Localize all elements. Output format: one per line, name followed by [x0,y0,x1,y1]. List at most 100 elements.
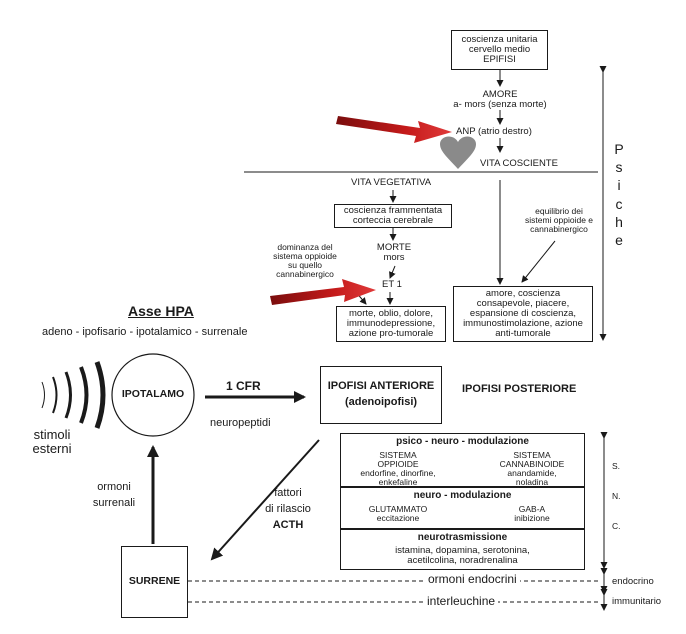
oppioide-line-2: OPPIOIDE [377,458,419,469]
psiche-letter-1: P [614,141,624,157]
equilibrio-line-2: sistemi oppioide e [524,214,594,225]
neuro-modulazione-box: neuro - modulazione GLUTAMMATO eccitazio… [340,487,585,529]
stimoli-line-2: esterni [32,440,72,456]
coscienza-frammentata-box: coscienza frammentata corteccia cerebral… [334,204,452,228]
glutammato-line-2: eccitazione [376,512,420,523]
amore-label: AMORE a- mors (senza morte) [448,90,552,110]
trasmissione-title: neurotrasmissione [417,532,508,544]
morte-box-line-1: morte, oblio, dolore, [349,308,433,320]
gaba-line-1: GAB-A [518,504,546,514]
dominanza-line-1: dominanza del [277,242,333,252]
vita-cosciente-label: VITA COSCIENTE [480,158,558,169]
red-arrow-anp [336,116,452,143]
neuro-title: neuro - modulazione [413,490,512,501]
oppioide-line-1: SISTEMA [379,450,417,460]
trasmissione-line-1: istamina, dopamina, serotonina, [395,544,530,556]
fattori-label: fattori di rilascio ACTH [258,486,318,534]
psiche-letter-3: i [617,177,621,194]
psiche-letter-4: c [615,195,623,212]
asse-hpa-subtitle: adeno - ipofisario - ipotalamico - surre… [42,326,248,338]
cannabinoide-line-3: anandamide, [507,467,557,478]
equilibrio-line-3: cannabinergico [530,223,588,234]
arrow-acth [210,439,320,561]
frammentata-line-1: coscienza frammentata [343,205,443,217]
ormoni-line-2: surrenali [92,496,136,509]
cfr-label: 1 CFR [226,379,261,393]
surrene-text: SURRENE [128,575,181,588]
snc-n: N. [612,491,621,501]
ormoni-line-1: ormoni [97,481,131,493]
endocrino-label: endocrino [612,576,654,587]
ormoni-surrenali-label: ormoni surrenali [84,481,144,509]
interleuchine-label: interleuchine [424,595,499,608]
psiche-letter-5: h [615,213,623,230]
ipofisi-line-1: IPOFISI ANTERIORE [327,380,435,393]
psiche-letter-2: s [615,159,623,176]
amore-box-line-4: immunostimolazione, azione [463,317,583,329]
coscienza-line-3: EPIFISI [483,53,516,65]
cannabinoide-line-1: SISTEMA [513,450,551,460]
amore-line-2: a- mors (senza morte) [453,98,547,110]
equilibrio-label: equilibrio dei sistemi oppioide e cannab… [516,207,602,234]
ormoni-endocrini-label: ormoni endocrini [425,573,520,586]
red-arrow-et1 [270,279,376,305]
glutammato-text: GLUTAMMATO eccitazione [353,505,443,523]
coscienza-unitaria-box: coscienza unitaria cervello medio EPIFIS… [451,30,548,70]
ipofisi-line-2: (adenoipofisi) [344,396,418,408]
morte-oblio-box: morte, oblio, dolore, immunodepressione,… [336,306,446,342]
fattori-line-1: fattori [274,487,302,499]
immunitario-label: immunitario [612,596,662,607]
amore-box-line-2: consapevole, piacere, [476,298,570,310]
psiche-letter-6: e [615,231,623,248]
amore-coscienza-box: amore, coscienza consapevole, piacere, e… [453,286,593,342]
morte-label: MORTE mors [368,243,420,263]
arrow-equilibrio [521,240,556,283]
snc-c: C. [612,521,621,531]
dominanza-line-3: su quello [287,259,323,270]
cannabinoide-line-2: CANNABINOIDE [499,458,565,469]
amore-box-line-3: espansione di coscienza, [469,308,577,320]
oppioide-text: SISTEMA OPPIOIDE endorfine, dinorfine, e… [353,451,443,487]
dominanza-label: dominanza del sistema oppioide su quello… [262,243,348,279]
coscienza-line-1: coscienza unitaria [461,34,538,46]
ipofisi-anteriore-box: IPOFISI ANTERIORE (adenoipofisi) [320,366,442,424]
ipotalamo-circle [111,353,195,437]
oppioide-line-4: enkefaline [378,476,418,487]
glutammato-line-1: GLUTAMMATO [368,504,428,514]
trasmissione-line-2: acetilcolina, noradrenalina [407,554,518,566]
amore-line-1: AMORE [482,89,518,100]
amore-box-line-5: anti-tumorale [495,327,551,339]
cannabinoide-text: SISTEMA CANNABINOIDE anandamide, noladin… [491,451,573,487]
coscienza-line-2: cervello medio [468,44,531,56]
psico-title: psico - neuro - modulazione [396,436,529,447]
stimoli-label: stimoli esterni [24,428,80,455]
snc-s: S. [612,461,621,471]
equilibrio-line-1: equilibrio dei [535,206,583,216]
gaba-text: GAB-A inibizione [491,505,573,523]
cannabinoide-line-4: noladina [515,476,549,487]
stimoli-line-1: stimoli [33,427,71,442]
neurotrasmissione-box: neurotrasmissione istamina, dopamina, se… [340,529,585,570]
anp-label: ANP (atrio destro) [456,126,532,137]
dominanza-line-4: cannabinergico [276,268,334,279]
morte-box-line-3: azione pro-tumorale [348,327,434,339]
psico-neuro-box: psico - neuro - modulazione SISTEMA OPPI… [340,433,585,487]
ipofisi-posteriore-label: IPOFISI POSTERIORE [462,383,577,395]
fattori-line-2: di rilascio [265,502,311,515]
gaba-line-2: inibizione [514,512,550,523]
ipotalamo-label: IPOTALAMO [121,388,185,400]
amore-box-line-1: amore, coscienza [485,288,561,300]
psiche-label: P s i c h e [612,140,626,249]
asse-hpa-title: Asse HPA [128,303,194,319]
oppioide-line-3: endorfine, dinorfine, [360,467,436,478]
morte-line-1: MORTE [376,242,412,253]
wave-icon [41,361,106,429]
morte-line-2: mors [383,251,405,263]
surrene-box: SURRENE [121,546,188,618]
et1-label: ET 1 [382,279,402,290]
neuropeptidi-label: neuropeptidi [210,417,271,429]
morte-box-line-2: immunodepressione, [346,318,436,330]
fattori-line-3: ACTH [272,518,304,531]
heart-icon [440,136,476,169]
